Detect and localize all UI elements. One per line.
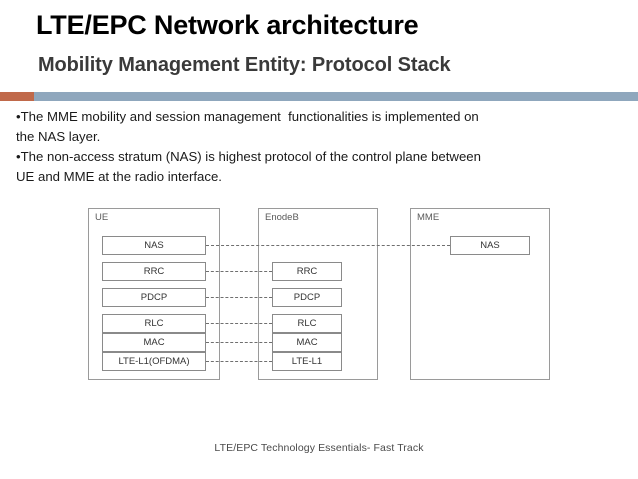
enodeb-box-rlc: RLC <box>272 314 342 333</box>
header-divider <box>0 92 638 101</box>
enodeb-panel-label: EnodeB <box>265 212 299 223</box>
divider-accent-right <box>34 92 638 101</box>
divider-accent-left <box>0 92 34 101</box>
mme-panel-label: MME <box>417 212 440 223</box>
ue-box-lte-l1-ofdma: LTE-L1(OFDMA) <box>102 352 206 371</box>
connector-mac <box>206 342 272 343</box>
enodeb-box-rrc: RRC <box>272 262 342 281</box>
bullet-line: the NAS layer. <box>16 129 101 144</box>
enodeb-box-mac: MAC <box>272 333 342 352</box>
connector-pdcp <box>206 297 272 298</box>
bullet-list: •The MME mobility and session management… <box>16 107 616 187</box>
page-subtitle: Mobility Management Entity: Protocol Sta… <box>38 54 451 76</box>
connector-nas <box>206 245 450 246</box>
mme-box-nas: NAS <box>450 236 530 255</box>
ue-box-rrc: RRC <box>102 262 206 281</box>
ue-box-pdcp: PDCP <box>102 288 206 307</box>
bullet-line: •The MME mobility and session management… <box>16 109 479 124</box>
enodeb-box-pdcp: PDCP <box>272 288 342 307</box>
bullet-line: •The non-access stratum (NAS) is highest… <box>16 149 481 164</box>
connector-rlc <box>206 323 272 324</box>
connector-lte-l1 <box>206 361 272 362</box>
ue-box-rlc: RLC <box>102 314 206 333</box>
enodeb-box-lte-l1: LTE-L1 <box>272 352 342 371</box>
protocol-stack-diagram: UE NAS RRC PDCP RLC MAC LTE-L1(OFDMA) En… <box>88 208 550 400</box>
page-title: LTE/EPC Network architecture <box>36 10 419 40</box>
mme-panel: MME <box>410 208 550 380</box>
connector-rrc <box>206 271 272 272</box>
bullet-line: UE and MME at the radio interface. <box>16 169 222 184</box>
slide-footer: LTE/EPC Technology Essentials- Fast Trac… <box>214 442 424 454</box>
ue-panel-label: UE <box>95 212 109 223</box>
ue-box-nas: NAS <box>102 236 206 255</box>
ue-box-mac: MAC <box>102 333 206 352</box>
